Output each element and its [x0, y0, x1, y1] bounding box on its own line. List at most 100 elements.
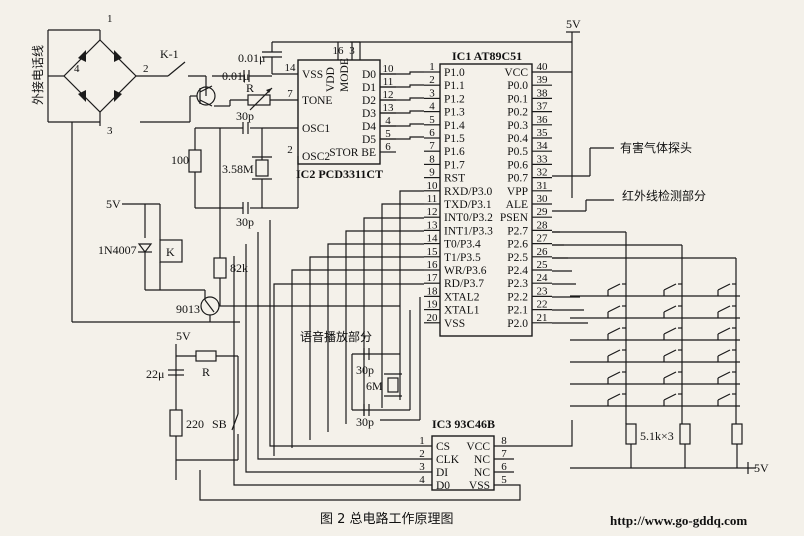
ic1-left-pin-number: 5 — [429, 114, 435, 126]
tone-transistor — [99, 85, 230, 126]
ic1-right-pin-label: VCC — [504, 67, 528, 79]
ic1-left-pin-label: P1.7 — [444, 159, 465, 171]
ic2-title: IC2 PCD3311CT — [296, 167, 383, 181]
power-reset-section: 5V 22μ 220 R SB — [146, 329, 239, 480]
rectifier-bridge: 4 2 3 1 — [48, 13, 149, 137]
ir-detector-label: 红外线检测部分 — [622, 188, 706, 203]
ic1-left-pin-number: 17 — [427, 272, 439, 284]
ic2-right-pin-number: 11 — [383, 76, 394, 88]
control-wire — [327, 243, 424, 432]
ic1-left-pin-number: 18 — [427, 285, 439, 297]
bridge-pin-1: 1 — [107, 13, 113, 25]
bridge-pin-3: 3 — [107, 125, 113, 137]
ic2-right-pin-number: 13 — [383, 102, 395, 114]
ic1-at89c51: IC1 AT89C51 — [439, 49, 533, 337]
ic1-right-pin-number: 39 — [537, 74, 549, 86]
pullup-label: 5.1k×3 — [640, 429, 674, 443]
cap-osc2-label: 30p — [236, 215, 254, 229]
ic1-right-pin-number: 30 — [537, 193, 549, 205]
ic1-left-pin-number: 19 — [427, 299, 439, 311]
ic1-right-pin-label: P0.4 — [507, 133, 528, 145]
ic2-right-pin-number: 12 — [383, 89, 394, 101]
ic1-right-pin-number: 21 — [537, 312, 548, 324]
keypad-switch-blade — [663, 283, 677, 291]
ic1-left-pin-label: P1.2 — [444, 93, 465, 105]
k1-label: K-1 — [160, 47, 179, 61]
ic1-left-pin-number: 6 — [429, 127, 435, 139]
gas-sensor-label: 有害气体探头 — [620, 140, 692, 155]
ic2-right-pin-number: 6 — [385, 141, 391, 153]
cap-22u-label: 22μ — [146, 367, 164, 381]
cap-mcu1-label: 30p — [356, 363, 374, 377]
ic1-right-pin-number: 33 — [537, 153, 549, 165]
ic1-right-pin-label: P0.1 — [507, 93, 528, 105]
control-wire — [273, 283, 424, 456]
ic1-left-pin-number: 10 — [427, 180, 439, 192]
ic1-right-pin-label: ALE — [506, 199, 528, 211]
ic2-top-pin-label: VDD — [325, 67, 337, 92]
ic1-right-pin-label: P0.3 — [507, 120, 528, 132]
vcc-5v-top-label: 5V — [566, 17, 581, 31]
ic1-left-pin-label: RST — [444, 173, 465, 185]
ic2-right-pin-label: D2 — [362, 95, 376, 107]
ic2-left-pin-number: 2 — [287, 144, 293, 156]
ic3-93c46b: IC3 93C46B — [431, 417, 495, 491]
ic1-left-pin-label: T1/P3.5 — [444, 252, 481, 264]
resistor-82k-label: 82k — [230, 261, 248, 275]
bridge-pin-2: 2 — [143, 63, 149, 75]
ic1-left-pin-label: WR/P3.6 — [444, 265, 487, 277]
keypad-switch-blade — [663, 349, 677, 357]
ic1-right-pin-number: 26 — [537, 246, 549, 258]
ic1-right-pin-label: VPP — [507, 186, 528, 198]
cap-c2-label: 0.01μ — [222, 69, 249, 83]
ic1-left-pin-label: P1.1 — [444, 80, 465, 92]
ic3-left-pin-label: CS — [436, 441, 450, 453]
resistor-220-label: 220 — [186, 417, 204, 431]
ic1-left-pin-number: 20 — [427, 312, 439, 324]
ic1-left-pin-label: P1.5 — [444, 133, 465, 145]
ic2-oscillator: 3.58M 30p 30p 100 — [171, 109, 299, 229]
ic1-right-pin-label: PSEN — [500, 212, 529, 224]
gas-sensor-connection: 有害气体探头 — [552, 140, 692, 177]
phone-line-label: 外接电话线 — [30, 45, 45, 105]
ic1-right-pin-label: P2.1 — [507, 305, 528, 317]
keypad-switch-blade — [663, 305, 677, 313]
tone-variable-resistor: R — [229, 81, 298, 111]
vcc-5v-relay-label: 5V — [106, 197, 121, 211]
bridge-pin-4: 4 — [74, 63, 80, 75]
ic1-left-pin-label: RD/P3.7 — [444, 278, 484, 290]
voice-playback-label: 语音播放部分 — [300, 329, 372, 344]
ic3-right-pin-label: NC — [474, 454, 490, 466]
ic1-left-pin-label: RXD/P3.0 — [444, 186, 492, 198]
ic1-right-pin-number: 28 — [537, 219, 549, 231]
keypad-switch-blade — [607, 393, 621, 401]
keypad-switch-blade — [663, 327, 677, 335]
ic3-vcc-wire — [514, 420, 573, 447]
ic1-title: IC1 AT89C51 — [452, 49, 522, 63]
ic1-right-pin-number: 22 — [537, 299, 548, 311]
ic2-right-pin-number: 4 — [385, 115, 391, 127]
ic1-left-pin-label: P1.6 — [444, 146, 465, 158]
voice-playback-connection: 语音播放部分 — [300, 329, 372, 344]
ic1-left-pin-label: INT1/P3.3 — [444, 225, 493, 237]
phone-line-input: 外接电话线 — [30, 29, 100, 123]
coupling-capacitors: 0.01μ 0.01μ — [212, 41, 361, 83]
cap-osc1-label: 30p — [236, 109, 254, 123]
ic2-left-pin-label: TONE — [302, 95, 332, 107]
diode-1-icon — [78, 50, 86, 62]
ic1-right-pin-number: 37 — [537, 101, 549, 113]
keypad-switch-blade — [717, 371, 731, 379]
bus-wire — [380, 123, 424, 127]
ic1-right-pin-label: P0.6 — [507, 159, 528, 171]
cap-c1-label: 0.01μ — [238, 51, 265, 65]
ic1-right-pin-label: P2.6 — [507, 239, 528, 251]
ic3-right-pin-label: NC — [474, 467, 490, 479]
keypad-switch-blade — [663, 371, 677, 379]
keypad-switch-blade — [663, 393, 677, 401]
keypad-switch-blade — [717, 327, 731, 335]
resistor-r-label: R — [202, 365, 210, 379]
resistor-100-label: 100 — [171, 153, 189, 167]
ic1-right-pin-number: 35 — [537, 127, 549, 139]
ic2-left-pin-label: VSS — [302, 69, 323, 81]
